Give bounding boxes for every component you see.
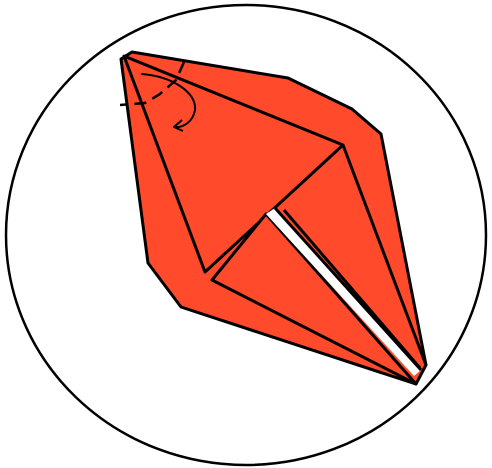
origami-diagram xyxy=(0,0,492,468)
diagram-stage xyxy=(0,0,492,468)
